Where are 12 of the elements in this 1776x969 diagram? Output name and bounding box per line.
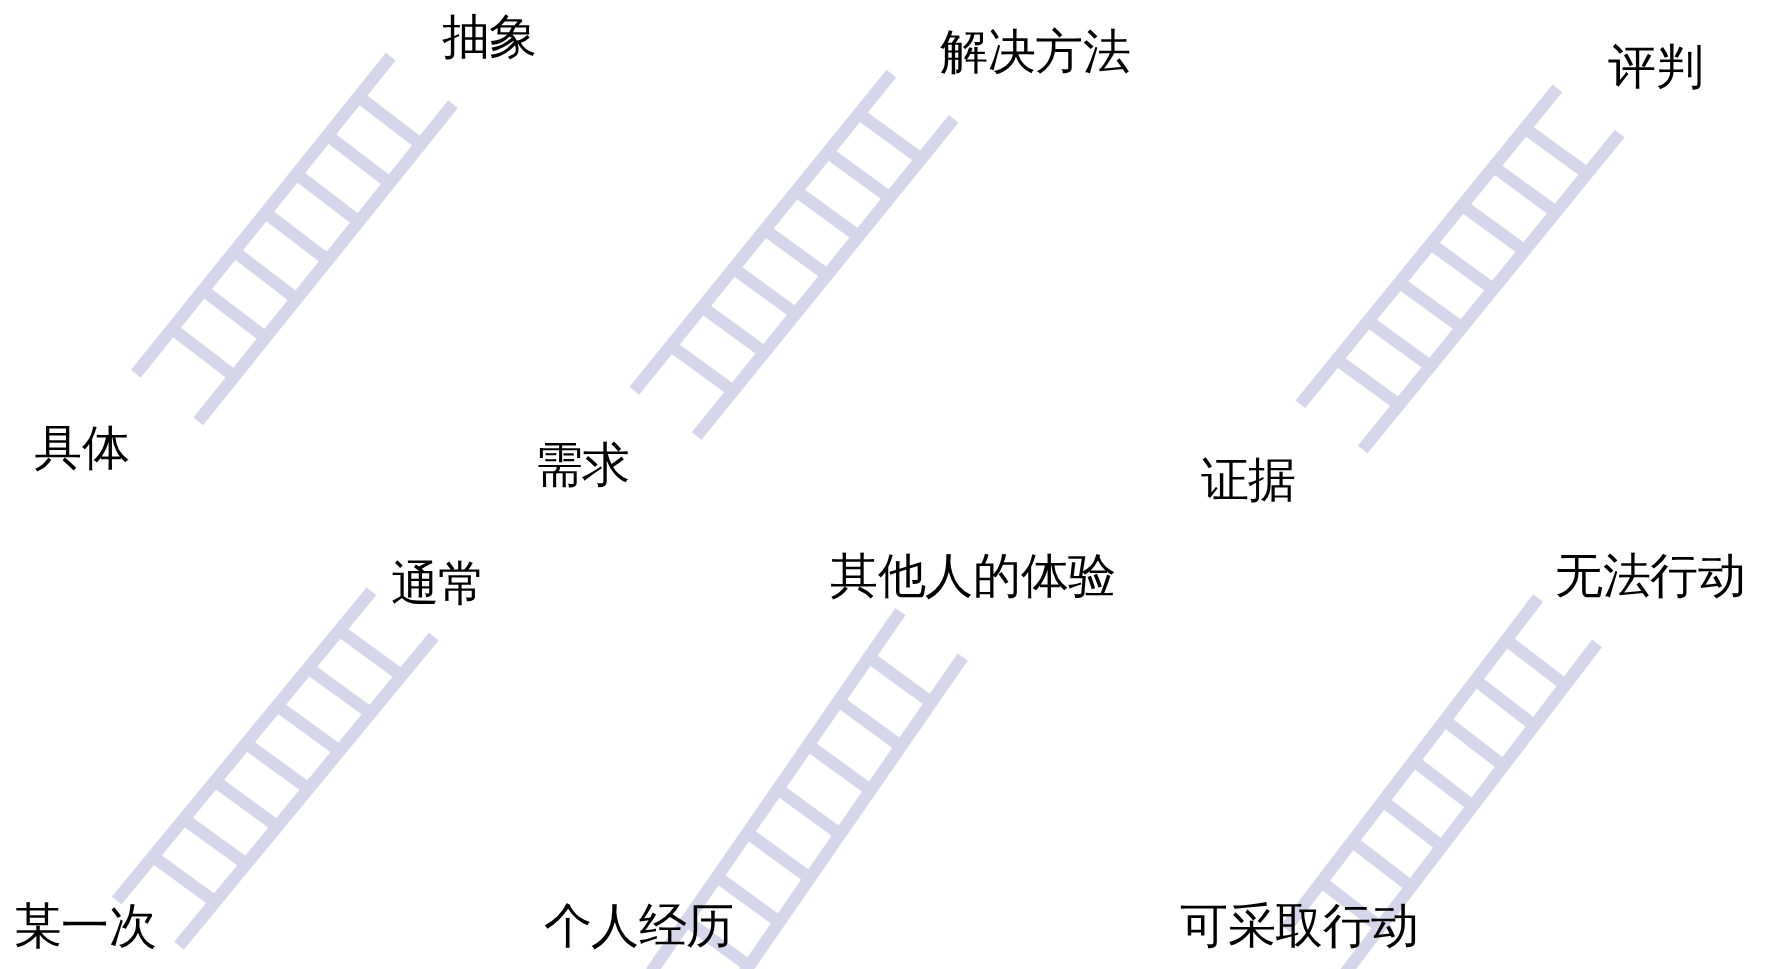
ladder-end-label: 抽象: [441, 11, 537, 64]
ladder-end-label: 证据: [1200, 454, 1296, 507]
ladder-end-label: 个人经历: [543, 900, 734, 953]
ladder-end-label: 通常: [390, 558, 486, 611]
ladder-end-label: 某一次: [13, 900, 157, 953]
ladder-end-label: 需求: [534, 439, 630, 492]
ladder-end-label: 评判: [1608, 40, 1704, 94]
ladder-end-label: 其他人的体验: [830, 550, 1116, 603]
ladder-end-label: 无法行动: [1555, 550, 1746, 603]
ladder-end-label: 具体: [34, 422, 130, 475]
ladder-end-label: 解决方法: [940, 26, 1131, 79]
ladder-end-label: 可采取行动: [1180, 900, 1419, 953]
